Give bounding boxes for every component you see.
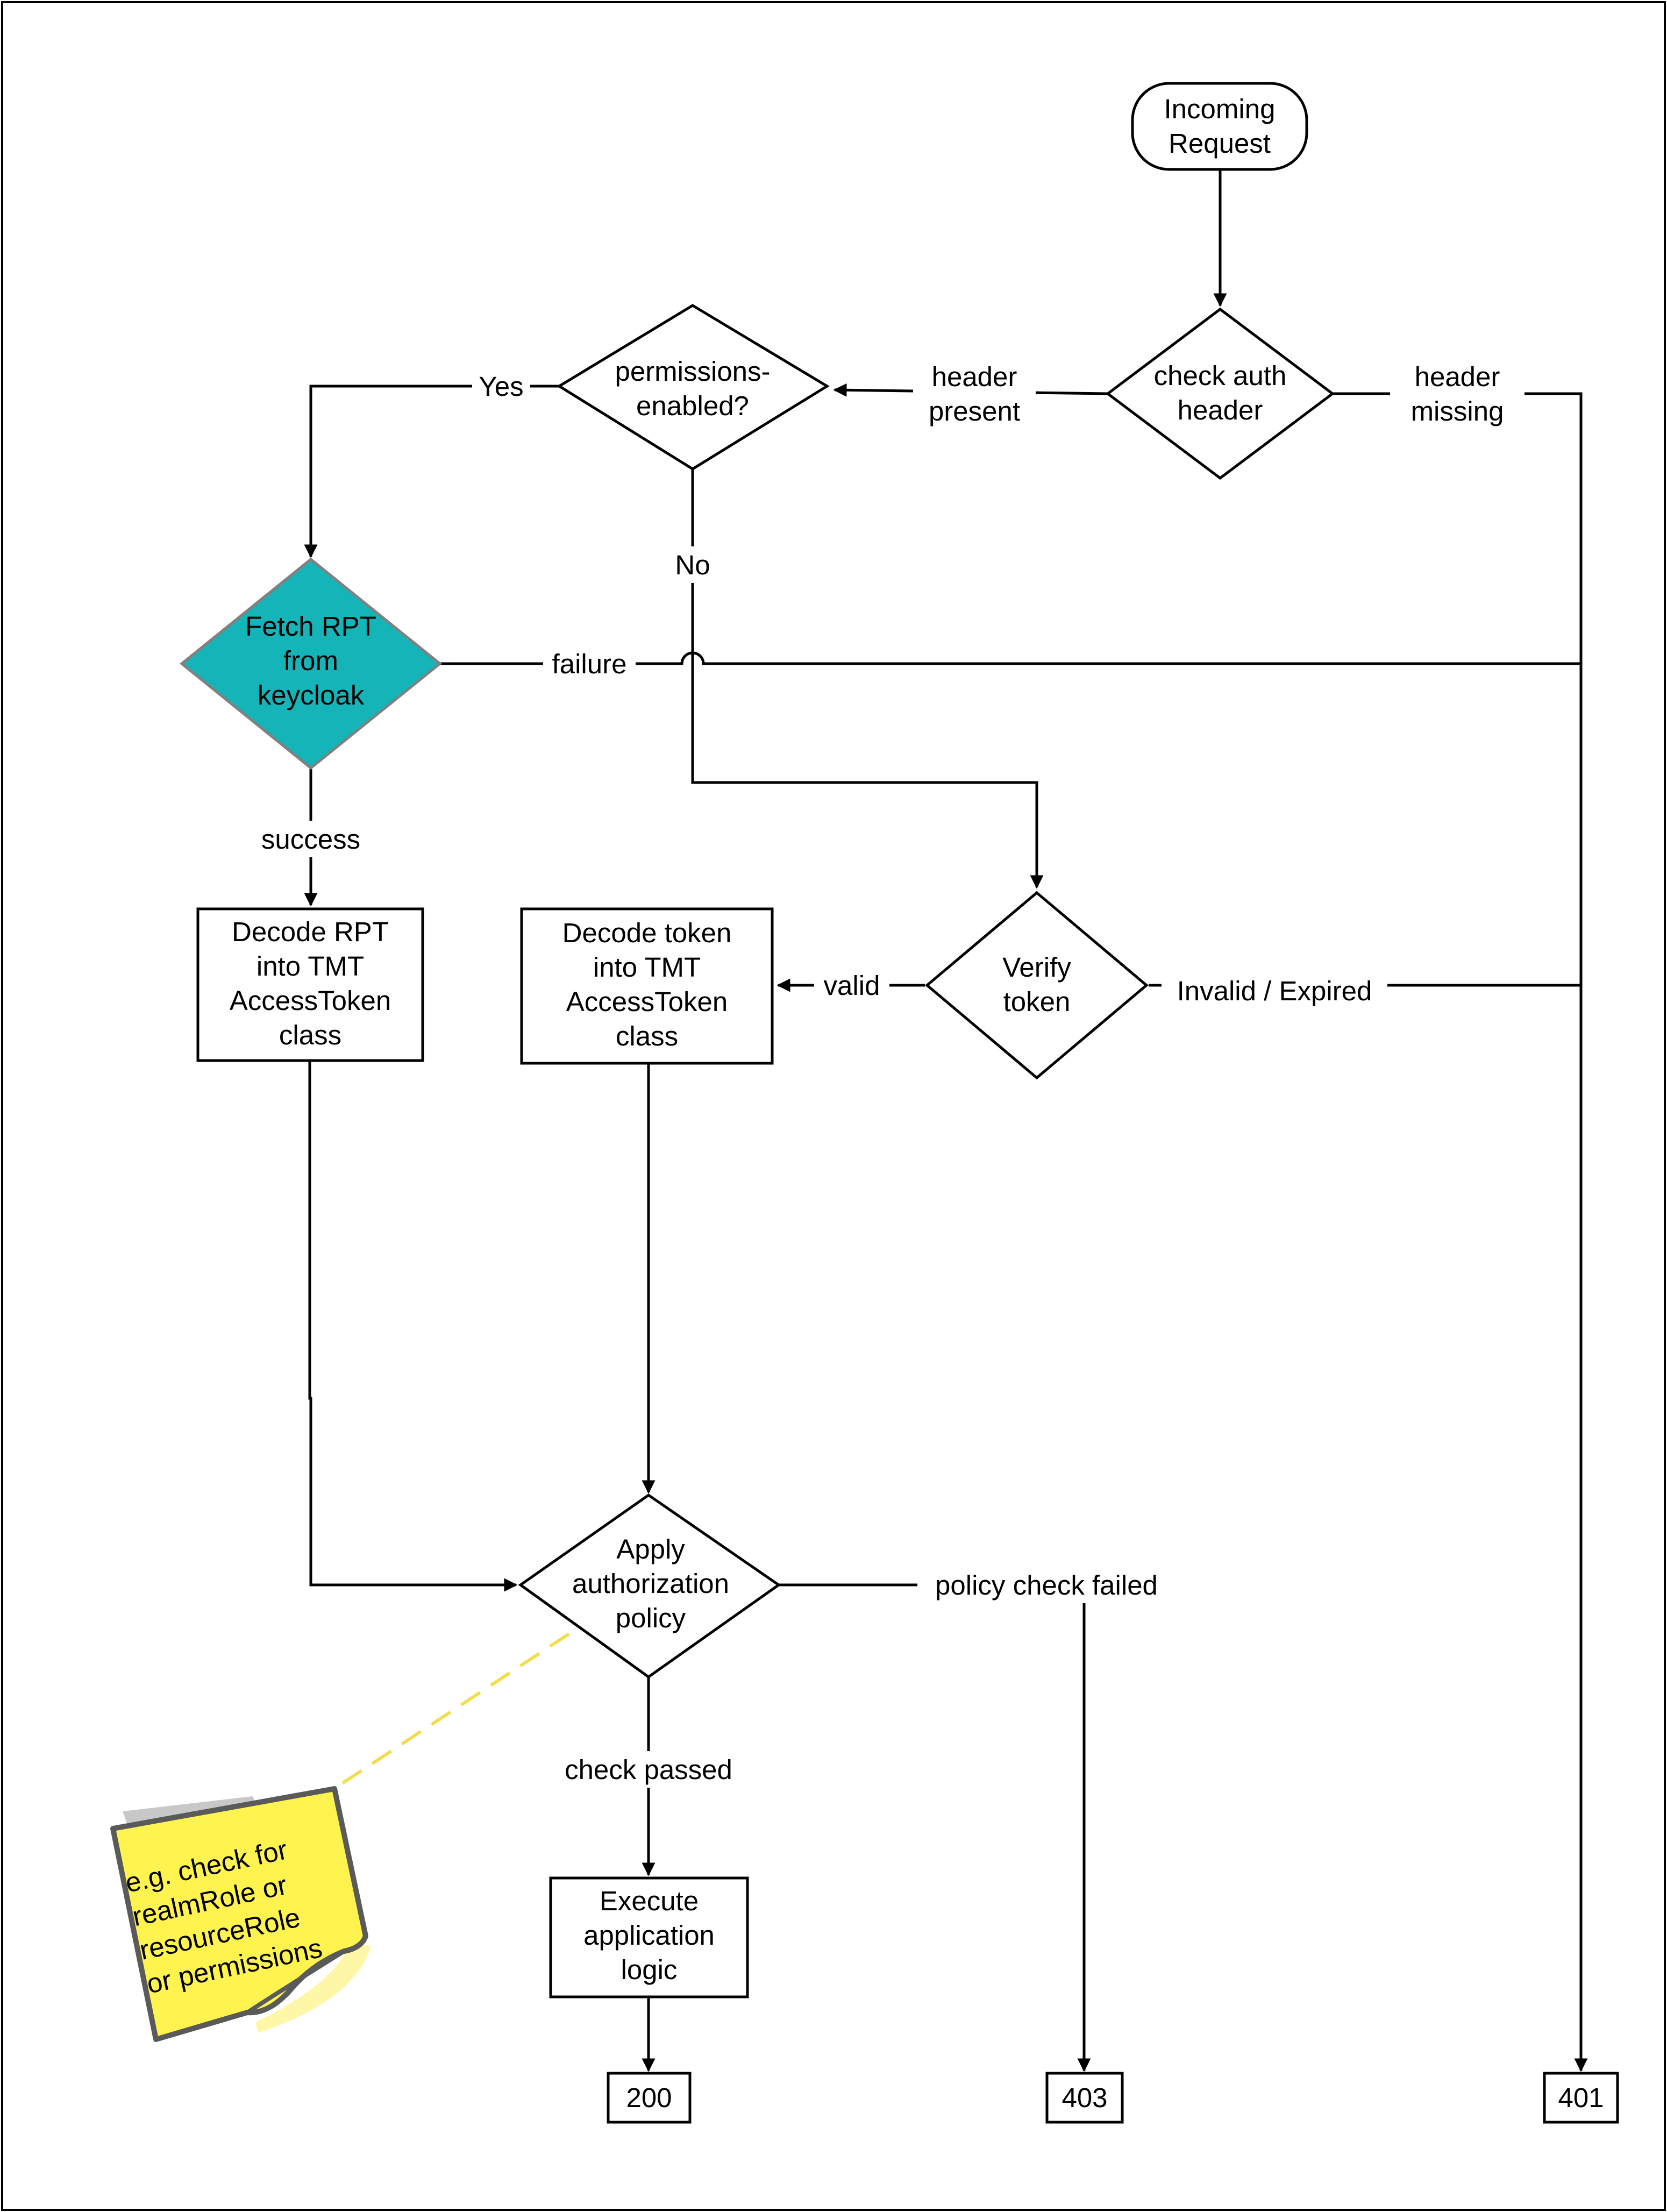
svg-text:application: application xyxy=(583,1920,715,1951)
node-execute-logic: Execute application logic xyxy=(549,1876,749,1998)
svg-text:AccessToken: AccessToken xyxy=(230,985,391,1016)
edge-header-missing xyxy=(1333,392,1588,2072)
node-decode-rpt: Decode RPT into TMT AccessToken class xyxy=(196,907,424,1062)
svg-text:enabled?: enabled? xyxy=(636,390,749,421)
label-check-passed: check passed xyxy=(552,1751,745,1788)
svg-text:header: header xyxy=(1178,395,1263,425)
svg-text:200: 200 xyxy=(626,2082,672,2113)
svg-text:from: from xyxy=(283,645,338,676)
node-apply-policy: Apply authorization policy xyxy=(518,1493,781,1679)
label-valid: valid xyxy=(814,967,889,1004)
node-fetch-rpt: Fetch RPT from keycloak xyxy=(180,557,442,770)
edge-policy-failed xyxy=(779,1583,1091,2072)
edge-decode-rpt-to-policy xyxy=(308,1061,518,1592)
svg-text:Yes: Yes xyxy=(479,371,523,402)
label-header-present: header present xyxy=(913,354,1036,432)
node-status-401: 401 xyxy=(1543,2072,1619,2124)
svg-text:into TMT: into TMT xyxy=(593,952,701,983)
label-invalid-expired: Invalid / Expired xyxy=(1162,972,1387,1009)
svg-text:Execute: Execute xyxy=(600,1886,699,1916)
note-leader-line xyxy=(322,1632,570,1798)
edge-yes xyxy=(304,385,559,558)
label-yes: Yes xyxy=(472,368,530,404)
svg-text:Decode token: Decode token xyxy=(562,917,732,948)
node-permissions-enabled: permissions- enabled? xyxy=(557,304,830,471)
label-success: success xyxy=(251,821,371,857)
svg-text:policy check failed: policy check failed xyxy=(935,1570,1158,1601)
svg-text:class: class xyxy=(279,1020,341,1050)
svg-text:Invalid / Expired: Invalid / Expired xyxy=(1177,976,1372,1006)
svg-text:class: class xyxy=(616,1021,678,1051)
svg-text:check auth: check auth xyxy=(1154,360,1287,391)
svg-text:No: No xyxy=(675,550,710,580)
svg-text:header: header xyxy=(932,361,1017,392)
node-check-auth-header: check auth header xyxy=(1105,307,1335,480)
svg-text:Apply: Apply xyxy=(616,1534,685,1564)
label-failure: failure xyxy=(543,645,636,682)
svg-text:check passed: check passed xyxy=(565,1754,732,1785)
svg-text:401: 401 xyxy=(1558,2082,1604,2113)
node-status-403: 403 xyxy=(1045,2072,1124,2124)
svg-text:authorization: authorization xyxy=(572,1568,729,1599)
label-header-missing: header missing xyxy=(1390,354,1524,432)
sticky-note: e.g. check for realmRole or resourceRole… xyxy=(110,1786,371,2042)
svg-text:Request: Request xyxy=(1169,128,1271,159)
node-decode-token: Decode token into TMT AccessToken class xyxy=(520,907,774,1065)
svg-text:into TMT: into TMT xyxy=(257,951,364,981)
node-status-200: 200 xyxy=(607,2072,692,2124)
svg-text:token: token xyxy=(1003,986,1071,1017)
svg-text:missing: missing xyxy=(1411,396,1504,426)
svg-text:success: success xyxy=(261,824,360,855)
svg-text:Incoming: Incoming xyxy=(1164,94,1276,124)
node-verify-token: Verify token xyxy=(925,891,1149,1080)
label-no: No xyxy=(669,546,717,583)
svg-text:policy: policy xyxy=(616,1603,686,1633)
svg-text:Decode RPT: Decode RPT xyxy=(232,916,389,947)
svg-text:403: 403 xyxy=(1062,2082,1107,2113)
svg-text:permissions-: permissions- xyxy=(615,356,770,387)
svg-text:AccessToken: AccessToken xyxy=(566,986,728,1017)
svg-text:header: header xyxy=(1415,361,1500,392)
edge-no xyxy=(691,469,1044,889)
svg-text:Verify: Verify xyxy=(1002,952,1071,983)
svg-text:logic: logic xyxy=(621,1954,678,1985)
node-incoming-request: Incoming Request xyxy=(1131,82,1308,171)
svg-text:valid: valid xyxy=(824,970,880,1001)
svg-text:failure: failure xyxy=(552,649,627,679)
svg-text:Fetch RPT: Fetch RPT xyxy=(245,611,376,642)
label-policy-check-failed: policy check failed xyxy=(917,1567,1176,1603)
svg-text:keycloak: keycloak xyxy=(258,680,365,710)
svg-text:present: present xyxy=(929,396,1020,426)
